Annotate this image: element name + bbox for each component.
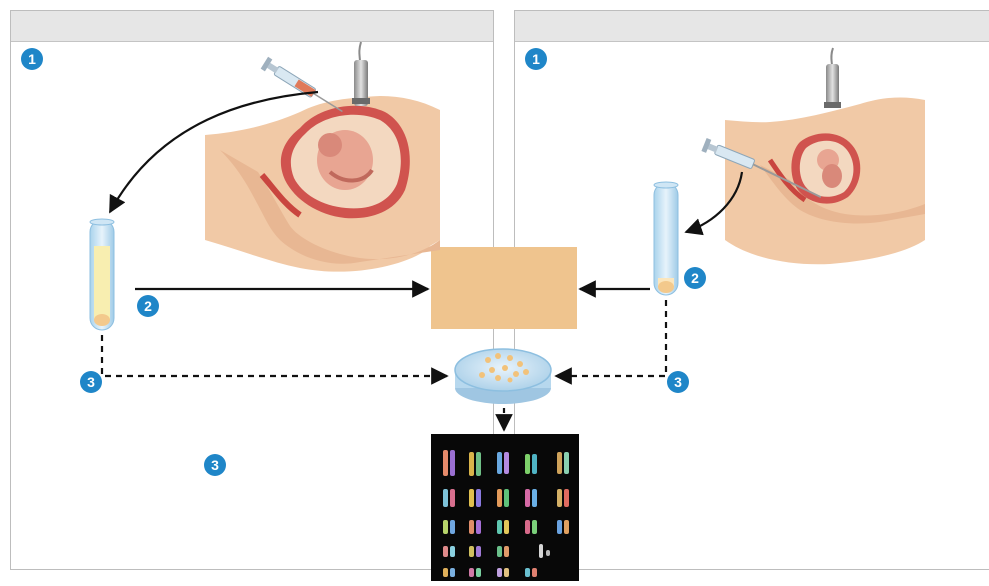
test-tube-icon <box>654 182 678 295</box>
pregnant-abdomen-right <box>725 97 925 264</box>
left-to-dish-dashed-arrow <box>102 335 447 376</box>
step-3-badge-left-dish: 3 <box>80 371 102 393</box>
step-3-badge-left-bottom: 3 <box>204 454 226 476</box>
right-to-dish-dashed-arrow <box>556 300 666 376</box>
ultrasound-probe-icon <box>824 48 841 108</box>
step-1-badge-right: 1 <box>525 48 547 70</box>
step-1-badge-left: 1 <box>21 48 43 70</box>
step-3-badge-right: 3 <box>667 371 689 393</box>
ultrasound-probe-icon <box>352 42 370 106</box>
step-2-badge-right: 2 <box>684 267 706 289</box>
petri-dish-icon <box>455 349 551 404</box>
pregnant-abdomen-left <box>205 96 440 272</box>
step-2-badge-left: 2 <box>137 295 159 317</box>
test-tube-icon <box>90 219 114 330</box>
